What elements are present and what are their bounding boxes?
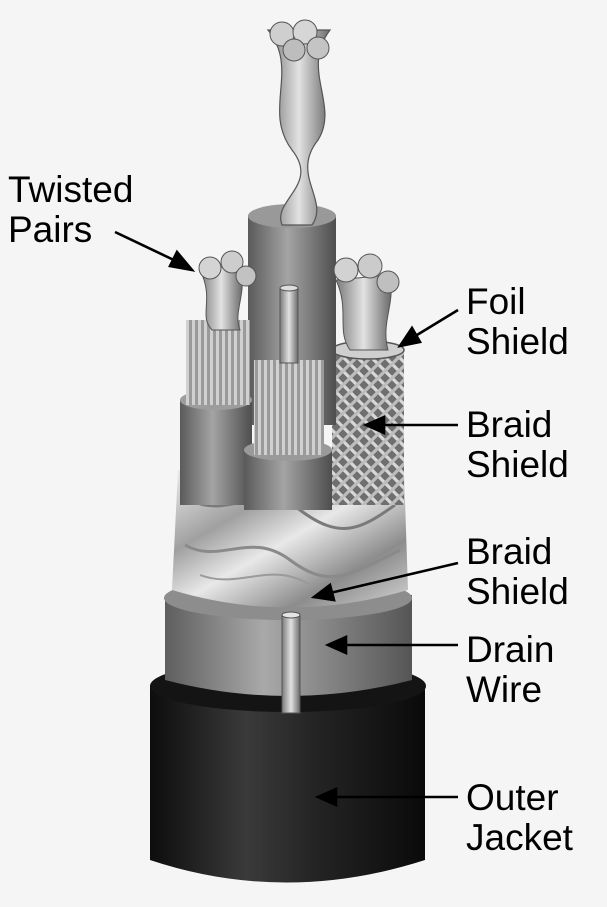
label-braid-shield-lower: Braid Shield	[466, 531, 569, 612]
left-pair-shape	[180, 250, 257, 505]
label-foil-shield: Foil Shield	[466, 281, 569, 362]
label-braid-shield-upper: Braid Shield	[466, 404, 569, 485]
right-pair-shape	[333, 253, 400, 351]
drain-wire-shape	[281, 611, 301, 714]
middle-pair-shape	[244, 284, 332, 510]
label-drain-wire: Drain Wire	[466, 629, 555, 710]
label-outer-jacket: Outer Jacket	[466, 777, 573, 858]
leader-arrows	[114, 230, 459, 808]
label-twisted-pairs: Twisted Pairs	[8, 169, 134, 250]
